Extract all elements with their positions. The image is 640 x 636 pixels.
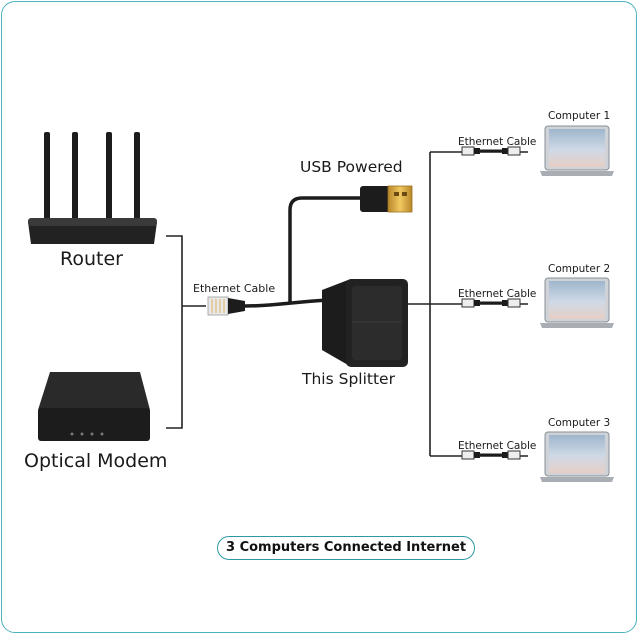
ethernet-cable-icon-2 xyxy=(461,298,521,308)
router-label: Router xyxy=(60,248,123,270)
ethernet-cable-icon-3 xyxy=(461,450,521,460)
router-icon xyxy=(28,132,157,244)
splitter-cables xyxy=(244,196,362,308)
computer-2-label: Computer 2 xyxy=(548,263,611,275)
modem-label: Optical Modem xyxy=(24,450,168,472)
computer-3-label: Computer 3 xyxy=(548,417,611,429)
computer-3-cable-label: Ethernet Cable xyxy=(458,440,537,452)
computer-1-cable-label: Ethernet Cable xyxy=(458,136,537,148)
input-cable-label: Ethernet Cable xyxy=(193,282,276,295)
usb-plug-icon xyxy=(360,185,413,213)
computer-2-cable-label: Ethernet Cable xyxy=(458,288,537,300)
computer-1-label: Computer 1 xyxy=(548,110,611,122)
laptop-icon-3 xyxy=(540,431,614,482)
rj45-plug-icon xyxy=(207,296,245,316)
ethernet-cable-icon-1 xyxy=(461,146,521,156)
splitter-device-icon xyxy=(322,279,408,367)
laptop-icon-1 xyxy=(540,125,614,176)
modem-icon xyxy=(38,372,150,441)
laptop-icon-2 xyxy=(540,277,614,328)
left-connector-lines xyxy=(166,235,206,429)
splitter-label: This Splitter xyxy=(302,370,395,388)
usb-label: USB Powered xyxy=(300,158,403,176)
caption-badge: 3 Computers Connected Internet xyxy=(217,536,476,560)
